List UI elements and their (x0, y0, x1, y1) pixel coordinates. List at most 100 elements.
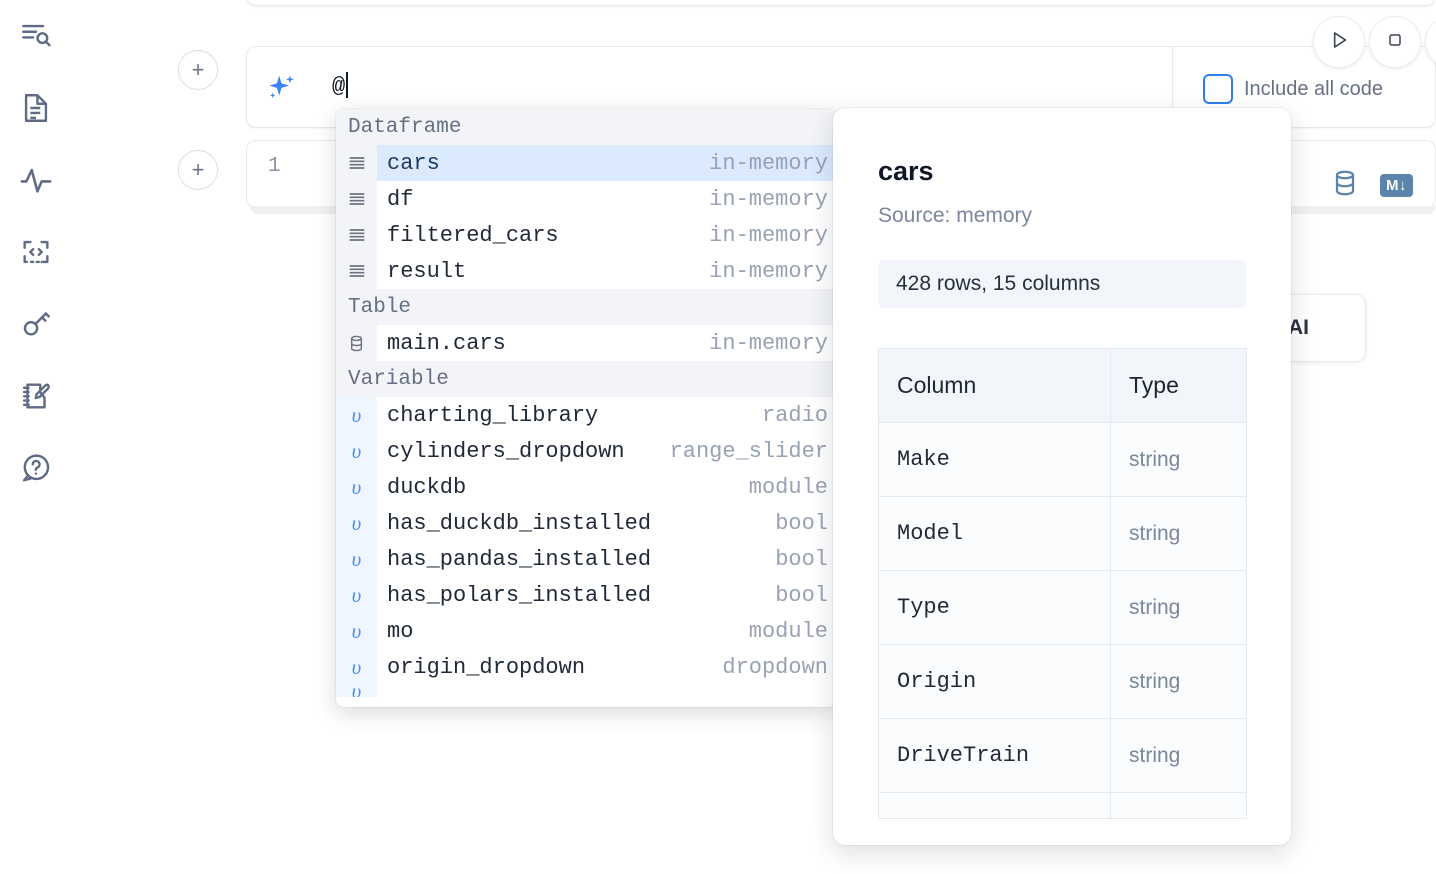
upsilon-icon: υ (336, 433, 377, 469)
upsilon-icon: υ (336, 541, 377, 577)
upsilon-icon: υ (336, 577, 377, 613)
autocomplete-item[interactable]: υ has_polars_installed bool (336, 577, 836, 613)
code-brackets-icon[interactable] (14, 230, 58, 274)
add-cell-button-top[interactable]: + (178, 50, 218, 90)
autocomplete-item-body: result in-memory (377, 253, 836, 289)
dataframe-info-panel: cars Source: memory 428 rows, 15 columns… (833, 108, 1291, 845)
activity-icon[interactable] (14, 158, 58, 202)
info-panel-source: Source: memory (878, 204, 1033, 227)
autocomplete-item[interactable]: filtered_cars in-memory (336, 217, 836, 253)
previous-cell-edge (246, 0, 1436, 6)
autocomplete-item-name: filtered_cars (387, 222, 559, 248)
schema-header-column: Column (878, 348, 1111, 423)
autocomplete-group-header: Dataframe (336, 109, 836, 145)
autocomplete-item-kind: radio (761, 402, 828, 428)
code-line-number: 1 (268, 155, 281, 178)
autocomplete-item-partial[interactable]: υ (336, 685, 836, 697)
autocomplete-item[interactable]: main.cars in-memory (336, 325, 836, 361)
upsilon-icon: υ (336, 469, 377, 505)
ai-prompt-input[interactable]: @ (332, 72, 349, 99)
include-all-code-control[interactable]: Include all code (1203, 74, 1383, 104)
autocomplete-item-name: cars (387, 150, 440, 176)
autocomplete-item[interactable]: df in-memory (336, 181, 836, 217)
autocomplete-item-kind: module (748, 474, 828, 500)
file-text-icon[interactable] (14, 86, 58, 130)
database-icon[interactable] (1330, 168, 1360, 203)
text-caret (346, 72, 349, 98)
key-icon[interactable] (14, 302, 58, 346)
schema-header-type: Type (1110, 348, 1247, 423)
autocomplete-item-kind: in-memory (709, 330, 828, 356)
schema-column-type (1110, 792, 1247, 819)
markdown-badge[interactable]: M↓ (1380, 174, 1413, 197)
autocomplete-item-name: df (387, 186, 414, 212)
run-button[interactable] (1313, 16, 1365, 68)
schema-column-name: Make (878, 422, 1111, 497)
autocomplete-item-name: main.cars (387, 330, 506, 356)
schema-column-type: string (1110, 422, 1247, 497)
autocomplete-item-kind: bool (775, 546, 828, 572)
autocomplete-item[interactable]: result in-memory (336, 253, 836, 289)
include-all-code-checkbox[interactable] (1203, 74, 1233, 104)
schema-column-type: string (1110, 644, 1247, 719)
autocomplete-item-name (387, 685, 400, 697)
autocomplete-item-body: has_polars_installed bool (377, 577, 836, 613)
upsilon-icon: υ (336, 613, 377, 649)
autocomplete-item-body (377, 685, 836, 697)
notebook-edit-icon[interactable] (14, 374, 58, 418)
list-lines-icon (336, 181, 377, 217)
schema-column-type: string (1110, 718, 1247, 793)
autocomplete-item-kind: in-memory (709, 186, 828, 212)
list-lines-icon (336, 217, 377, 253)
schema-column-name: Origin (878, 644, 1111, 719)
autocomplete-item-name: origin_dropdown (387, 654, 586, 680)
upsilon-icon: υ (336, 685, 377, 697)
explore-icon[interactable] (14, 14, 58, 58)
square-icon (1383, 28, 1407, 57)
ai-prompt-value: @ (332, 74, 346, 99)
database-icon (336, 325, 377, 361)
autocomplete-item-kind: bool (775, 582, 828, 608)
help-chat-icon[interactable] (14, 446, 58, 490)
autocomplete-item-name: mo (387, 618, 414, 644)
autocomplete-item-kind: in-memory (709, 222, 828, 248)
add-cell-label: + (191, 57, 205, 82)
schema-table-header-row: Column Type (878, 348, 1247, 423)
autocomplete-item-kind: in-memory (709, 258, 828, 284)
autocomplete-item-body: charting_library radio (377, 397, 836, 433)
autocomplete-item[interactable]: υ charting_library radio (336, 397, 836, 433)
play-icon (1326, 27, 1352, 58)
autocomplete-item-name: charting_library (387, 402, 599, 428)
stop-button[interactable] (1369, 16, 1421, 68)
upsilon-icon: υ (336, 649, 377, 685)
add-cell-button-bottom[interactable]: + (178, 150, 218, 190)
upsilon-icon: υ (336, 397, 377, 433)
autocomplete-item-kind: range_slider (669, 438, 828, 464)
info-panel-title: cars (878, 156, 934, 186)
schema-column-name (878, 792, 1111, 819)
autocomplete-item-body: filtered_cars in-memory (377, 217, 836, 253)
autocomplete-item-name: has_polars_installed (387, 582, 652, 608)
autocomplete-group-header: Variable (336, 361, 836, 397)
autocomplete-item-name: result (387, 258, 467, 284)
